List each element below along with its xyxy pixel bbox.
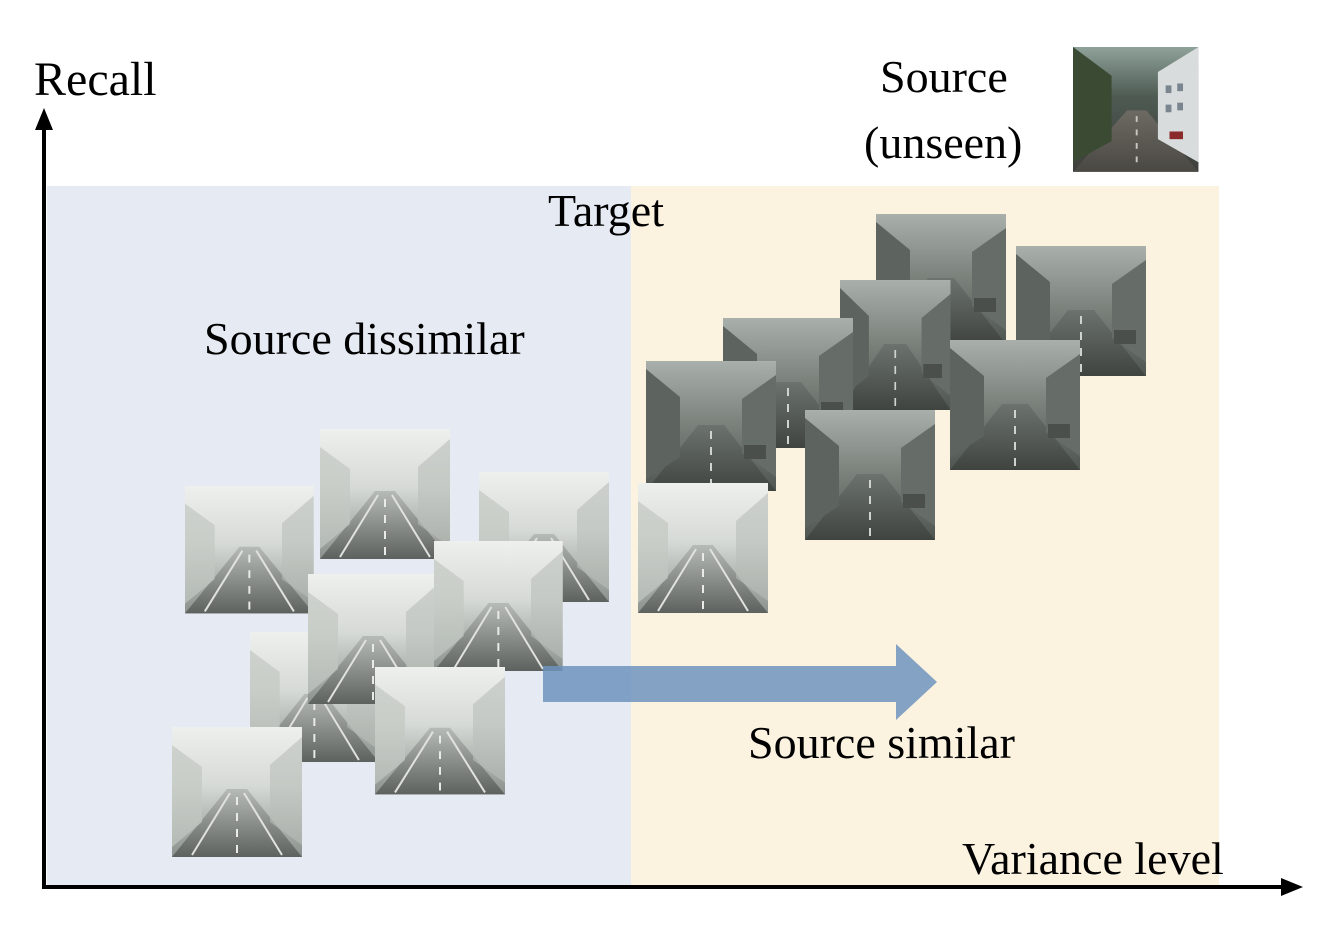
x-axis-label: Variance level: [962, 833, 1224, 884]
fog-thumbnail: [374, 666, 506, 796]
y-axis-arrowhead: [35, 108, 53, 130]
fog-thumbnail: [184, 485, 315, 615]
y-axis-label: Recall: [34, 53, 157, 106]
fog-thumbnail: [637, 482, 769, 614]
source-unseen-label-line2: (unseen): [864, 117, 1023, 168]
fog-thumbnail: [949, 339, 1081, 471]
fog-thumbnail: [645, 360, 777, 492]
fog-thumbnail: [171, 726, 303, 858]
source-dissimilar-label: Source dissimilar: [204, 313, 525, 364]
fog-thumbnail: [804, 409, 936, 541]
target-label: Target: [548, 185, 664, 236]
variance-arrow: [543, 644, 937, 720]
source-similar-label: Source similar: [748, 717, 1015, 768]
x-axis-arrowhead: [1281, 878, 1303, 896]
fog-thumbnail: [433, 540, 564, 672]
fog-thumbnail: [319, 428, 451, 560]
source-unseen-label-line1: Source: [880, 51, 1008, 102]
fog-thumbnail: [839, 279, 952, 411]
source-unseen-thumbnail: [1072, 46, 1200, 173]
